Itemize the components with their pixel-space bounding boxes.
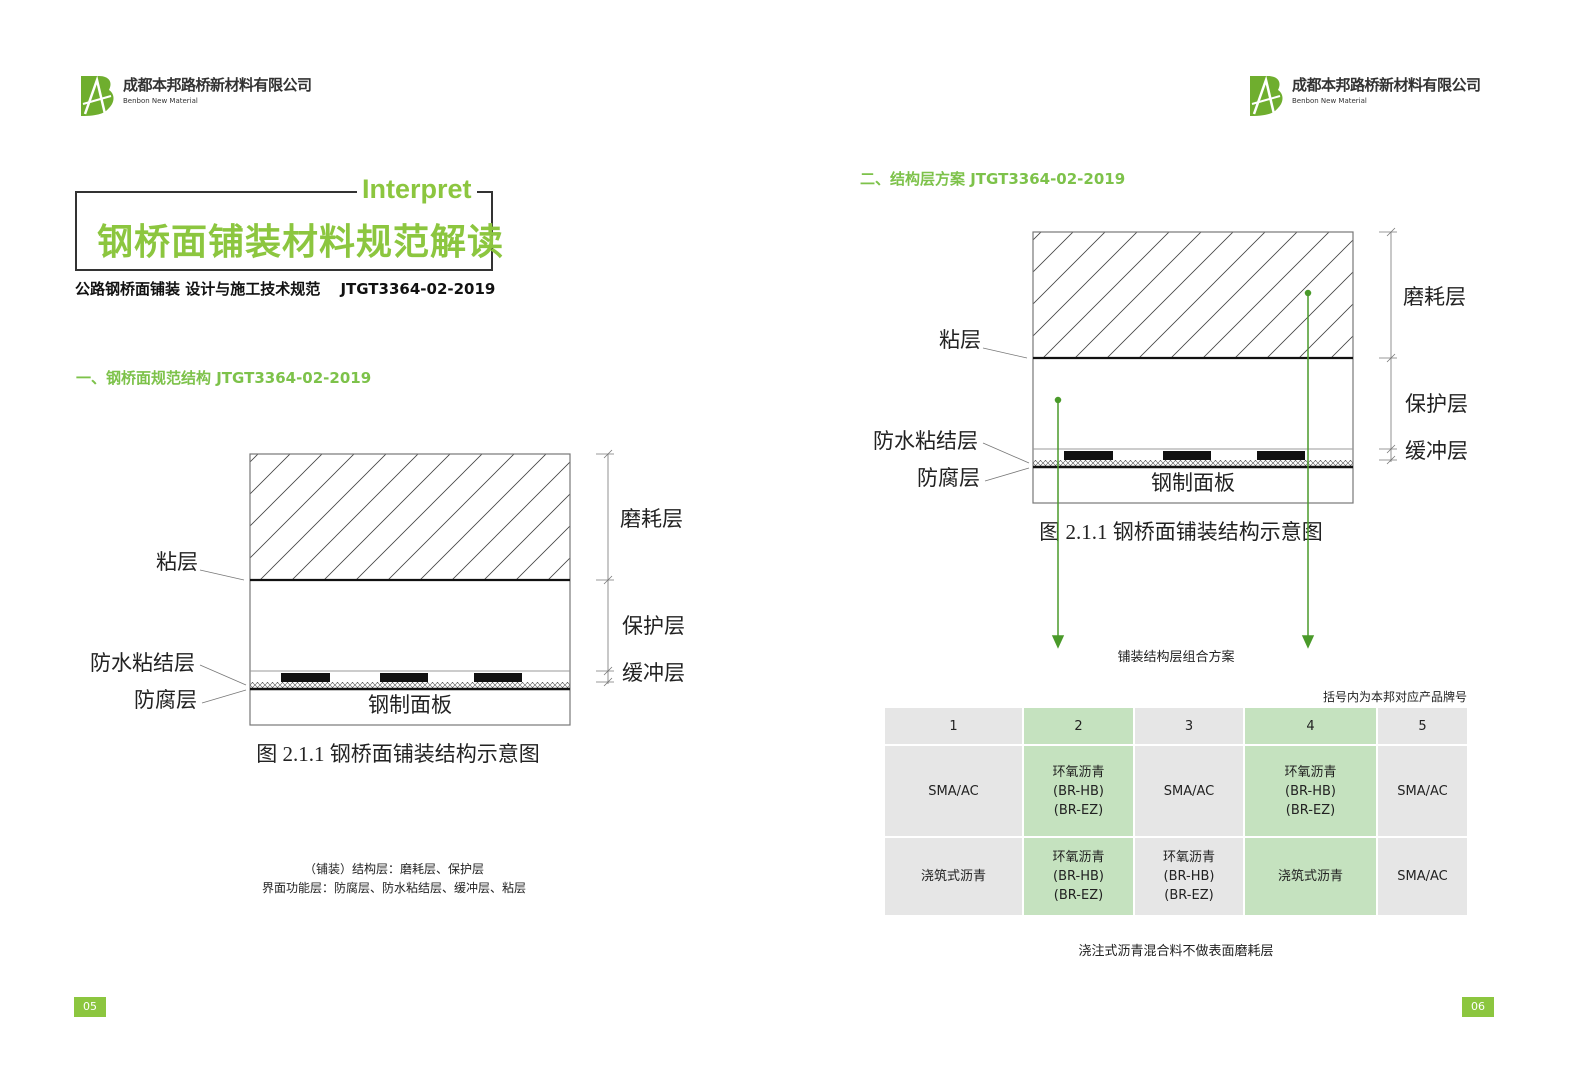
- company-name: 成都本邦路桥新材料有限公司: [1292, 76, 1481, 94]
- note-line-1: （铺装）结构层：磨耗层、保护层: [303, 862, 484, 876]
- label-buffer: 缓冲层: [1405, 439, 1468, 463]
- logo-icon: [1250, 75, 1283, 116]
- diagram-caption: 图 2.1.1 钢桥面铺装结构示意图: [256, 742, 540, 766]
- table-cell: SMA/AC: [1378, 746, 1467, 836]
- dimension-lines: [982, 227, 1397, 482]
- label-wear: 磨耗层: [620, 507, 683, 531]
- page-number-left: 05: [74, 997, 106, 1017]
- label-waterproof: 防水粘结层: [873, 429, 978, 453]
- table-header-row: 1 2 3 4 5: [885, 708, 1467, 744]
- arrow-head-left: [1051, 635, 1065, 649]
- table-note: 括号内为本邦对应产品牌号: [1322, 690, 1467, 704]
- table-cell: SMA/AC: [1378, 838, 1467, 915]
- buffer-block: [1163, 451, 1211, 460]
- diagram-frame: [249, 453, 571, 726]
- table-header: 5: [1378, 708, 1467, 744]
- structure-combination-table: 1 2 3 4 5 SMA/AC 环氧沥青(BR-HB)(BR-EZ) SMA/…: [883, 706, 1469, 917]
- arrow-head-right: [1301, 635, 1315, 649]
- wear-layer: [250, 454, 570, 580]
- table-header: 1: [885, 708, 1022, 744]
- table-cell: 环氧沥青(BR-HB)(BR-EZ): [1135, 838, 1243, 915]
- diagram-frame: [1032, 231, 1354, 504]
- table-cell: SMA/AC: [1135, 746, 1243, 836]
- note-line-2: 界面功能层：防腐层、防水粘结层、缓冲层、粘层: [261, 881, 526, 895]
- label-tack: 粘层: [939, 328, 981, 352]
- table-header: 3: [1135, 708, 1243, 744]
- buffer-block: [1257, 451, 1305, 460]
- title-en: Interpret: [358, 174, 476, 205]
- label-protective: 保护层: [622, 614, 685, 638]
- table-header: 4: [1245, 708, 1376, 744]
- logo-icon: [81, 75, 114, 116]
- label-anticorrosion: 防腐层: [134, 688, 197, 712]
- table-row: SMA/AC 环氧沥青(BR-HB)(BR-EZ) SMA/AC 环氧沥青(BR…: [885, 746, 1467, 836]
- table-cell: 环氧沥青(BR-HB)(BR-EZ): [1024, 746, 1133, 836]
- table-cell: 环氧沥青(BR-HB)(BR-EZ): [1245, 746, 1376, 836]
- company-name-en: Benbon New Material: [1292, 97, 1367, 105]
- label-steel: 钢制面板: [1151, 471, 1235, 495]
- wear-layer: [1033, 232, 1353, 358]
- diagram-caption: 图 2.1.1 钢桥面铺装结构示意图: [1039, 520, 1323, 544]
- buffer-block: [380, 673, 428, 682]
- table-cell: 浇筑式沥青: [1245, 838, 1376, 915]
- table-title: 铺装结构层组合方案: [1117, 650, 1235, 665]
- buffer-block: [474, 673, 522, 682]
- company-logo-left: 成都本邦路桥新材料有限公司 Benbon New Material: [79, 74, 312, 118]
- waterproof-layer: [250, 682, 570, 689]
- buffer-block: [1064, 451, 1113, 460]
- arrow-dot-left: [1054, 396, 1062, 404]
- label-tack: 粘层: [156, 550, 198, 574]
- buffer-block: [281, 673, 330, 682]
- waterproof-layer: [1033, 460, 1353, 467]
- company-name: 成都本邦路桥新材料有限公司: [123, 76, 312, 94]
- table-row: 浇筑式沥青 环氧沥青(BR-HB)(BR-EZ) 环氧沥青(BR-HB)(BR-…: [885, 838, 1467, 915]
- label-wear: 磨耗层: [1403, 285, 1466, 309]
- structure-diagram-left: 粘层 防水粘结层 防腐层 磨耗层 保护层 缓冲层 钢制面板 图 2.1.1 钢桥…: [90, 449, 685, 766]
- label-protective: 保护层: [1405, 392, 1468, 416]
- page-number-right: 06: [1462, 997, 1494, 1017]
- label-buffer: 缓冲层: [622, 661, 685, 685]
- label-waterproof: 防水粘结层: [90, 651, 195, 675]
- label-steel: 钢制面板: [368, 693, 452, 717]
- arrow-dot-right: [1304, 289, 1312, 297]
- table-cell: 浇筑式沥青: [885, 838, 1022, 915]
- section-heading-2: 二、结构层方案 JTGT3364-02-2019: [860, 170, 1126, 188]
- dimension-lines: [199, 449, 614, 704]
- flow-arrows: [1051, 289, 1315, 649]
- table-cell: 环氧沥青(BR-HB)(BR-EZ): [1024, 838, 1133, 915]
- label-anticorrosion: 防腐层: [917, 466, 980, 490]
- section-heading-1: 一、钢桥面规范结构 JTGT3364-02-2019: [76, 369, 372, 387]
- title-frame: [75, 191, 493, 271]
- table-cell: SMA/AC: [885, 746, 1022, 836]
- structure-diagram-right: 粘层 防水粘结层 防腐层 磨耗层 保护层 缓冲层 钢制面板 图 2.1.1 钢桥…: [873, 227, 1468, 544]
- table-header: 2: [1024, 708, 1133, 744]
- company-name-en: Benbon New Material: [123, 97, 198, 105]
- company-logo-right: 成都本邦路桥新材料有限公司 Benbon New Material: [1248, 74, 1481, 118]
- subtitle: 公路钢桥面铺装 设计与施工技术规范 JTGT3364-02-2019: [75, 280, 496, 298]
- page-title: 钢桥面铺装材料规范解读: [97, 222, 505, 263]
- table-footnote: 浇注式沥青混合料不做表面磨耗层: [1078, 944, 1274, 959]
